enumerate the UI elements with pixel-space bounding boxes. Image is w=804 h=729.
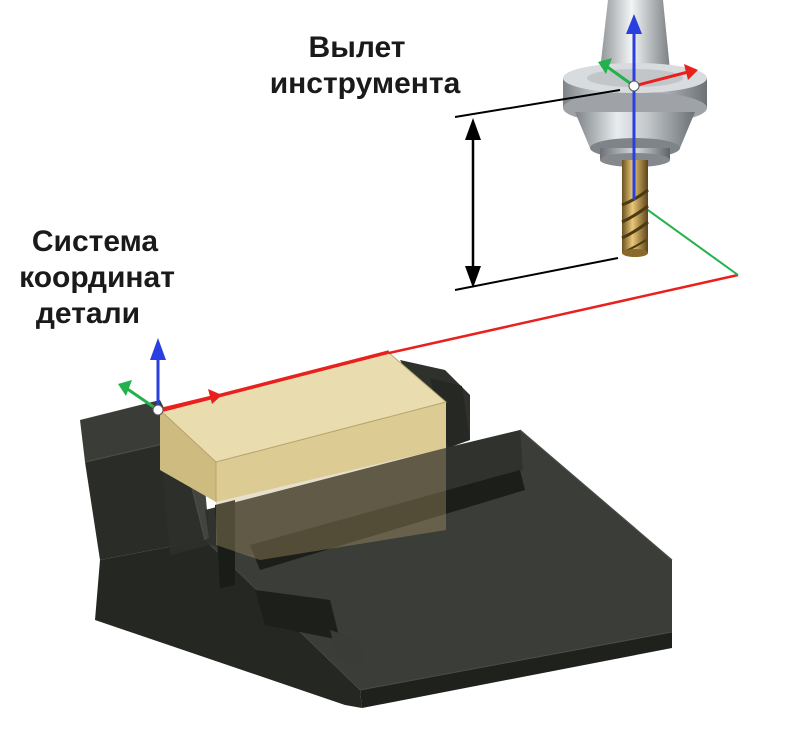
part-cs-label-line3: детали bbox=[36, 297, 140, 330]
part-coordinate-system-label: Система координат детали bbox=[19, 225, 175, 330]
tool-overhang-label-line1: Вылет bbox=[309, 31, 406, 64]
tool-overhang-label-line2: инструмента bbox=[270, 67, 461, 100]
offset-lines bbox=[388, 199, 739, 355]
overhang-dimension bbox=[454, 89, 621, 291]
workpiece bbox=[159, 350, 448, 560]
tool-overhang-label: Вылет инструмента bbox=[270, 31, 461, 100]
double-arrow-icon bbox=[465, 118, 481, 288]
part-cs-label-line2: координат bbox=[19, 261, 175, 294]
part-axes-triad-icon bbox=[118, 338, 222, 416]
tool-axes-triad-icon bbox=[598, 14, 698, 200]
part-cs-label-line1: Система bbox=[32, 225, 159, 258]
